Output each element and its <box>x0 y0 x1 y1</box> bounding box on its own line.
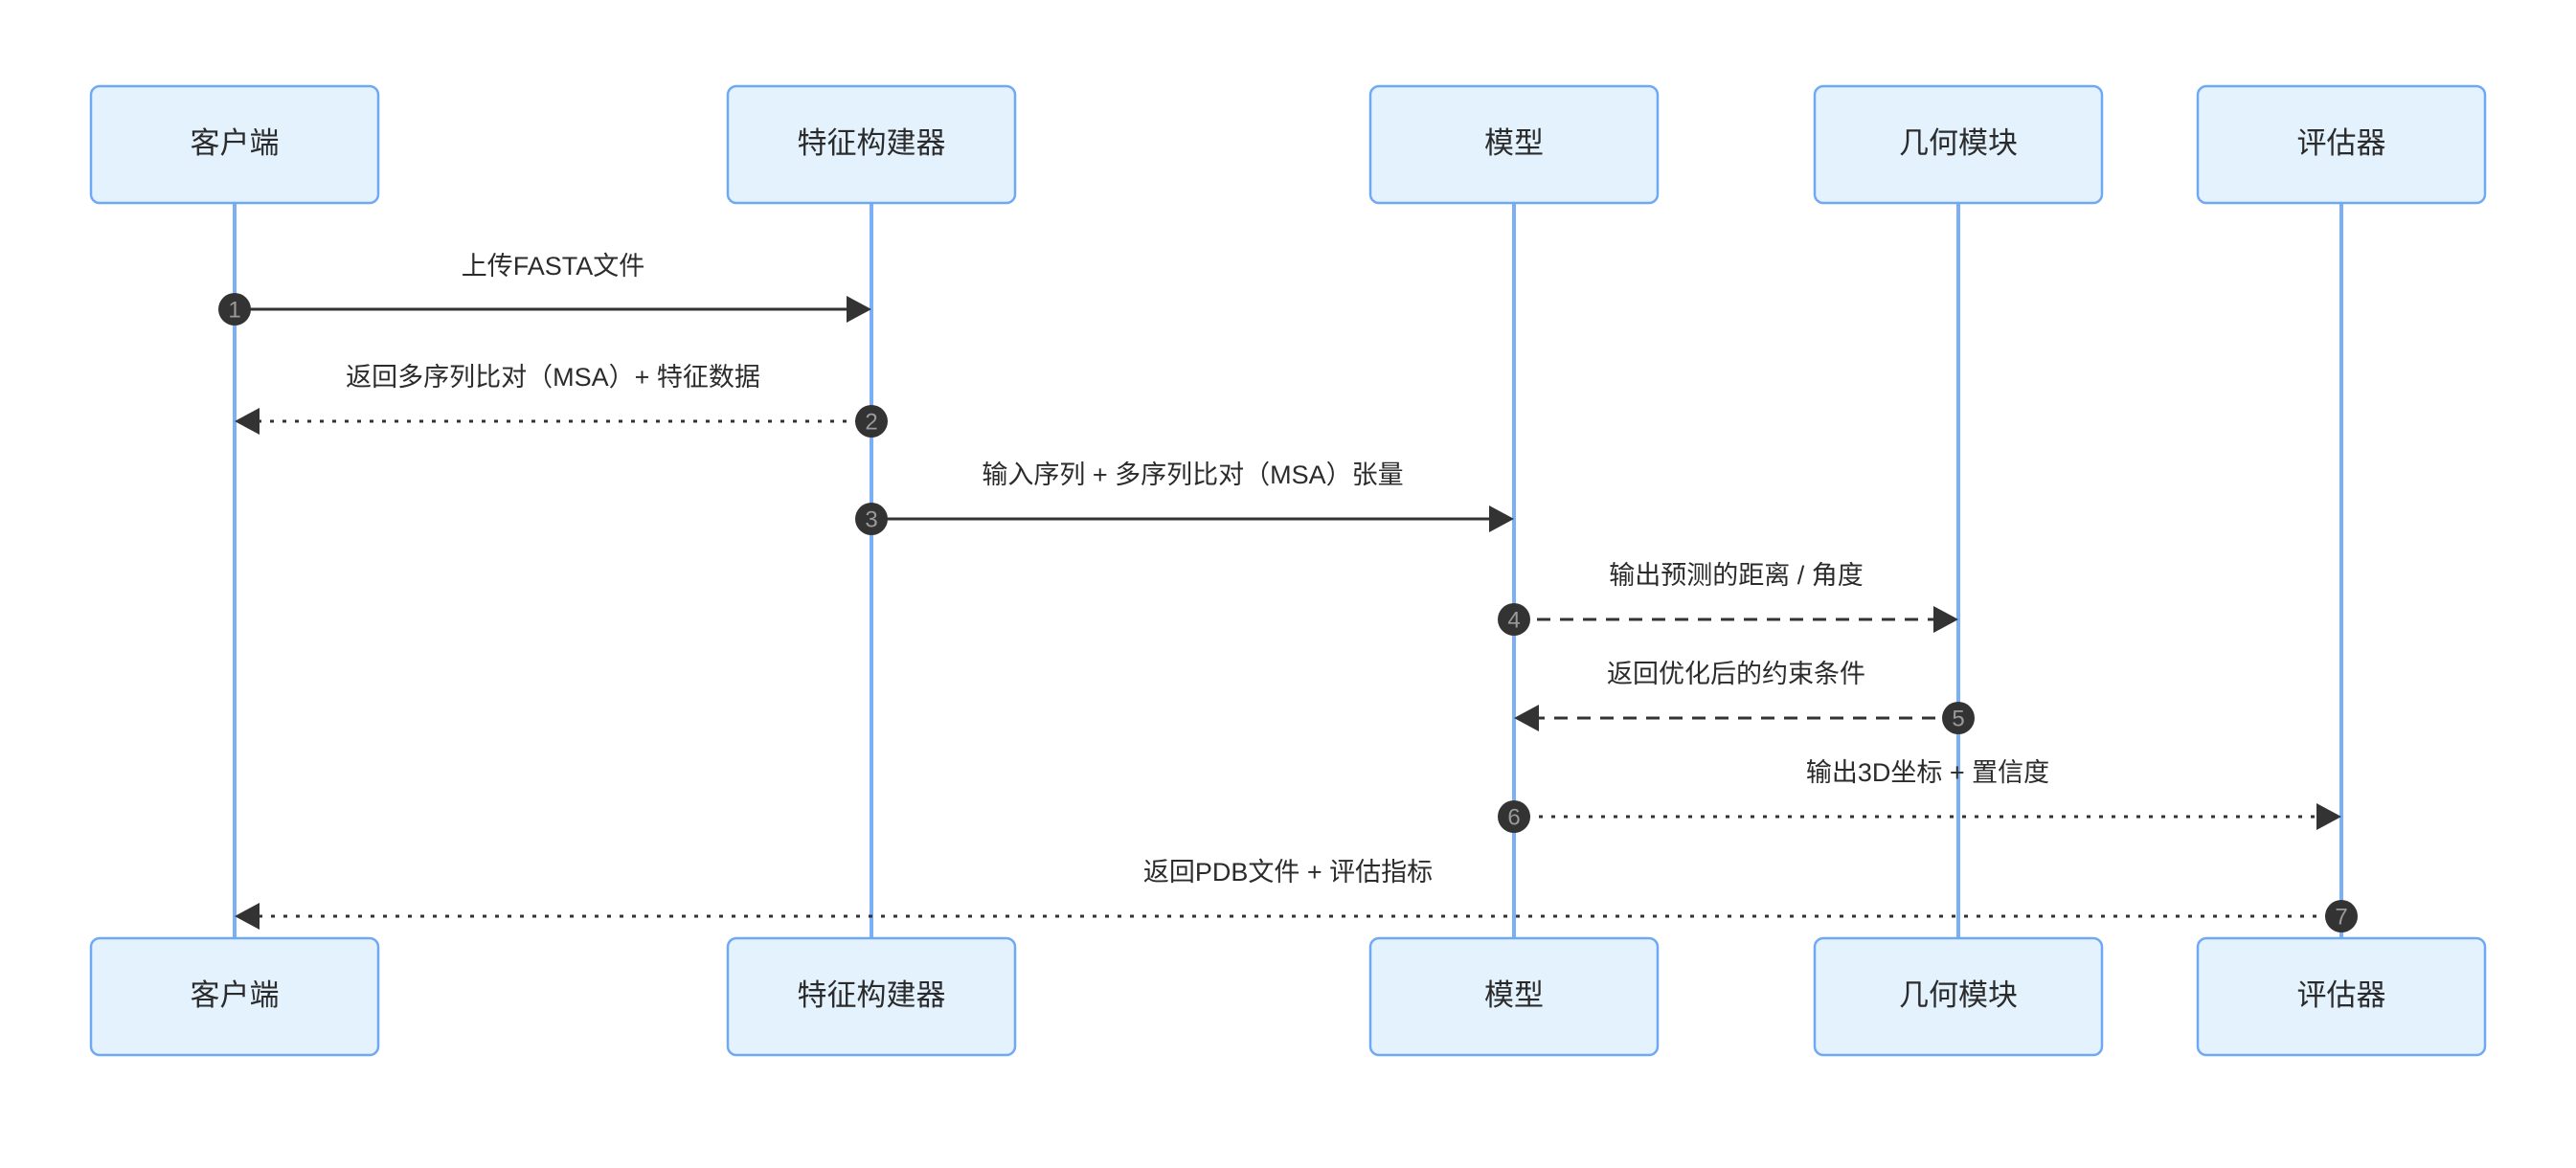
participant-box-shape <box>726 84 1017 205</box>
participant-box-shape <box>89 936 380 1057</box>
participant-box-model-bottom[interactable]: 模型 <box>1368 936 1660 1057</box>
sequence-badge-circle <box>218 293 251 326</box>
sequence-badge-number: 7 <box>2335 905 2347 931</box>
message-6[interactable]: 输出3D坐标 + 置信度 <box>1514 758 2341 830</box>
sequence-badge-7: 7 <box>2325 900 2358 932</box>
participant-label-model: 模型 <box>1484 978 1544 1012</box>
message-arrowhead-3 <box>1489 505 1514 532</box>
participant-label-evaluator: 评估器 <box>2297 126 2386 160</box>
participant-boxes-bottom: 客户端 特征构建器 模型 几何模块 评估器 <box>89 936 2487 1057</box>
participant-box-evaluator-bottom[interactable]: 评估器 <box>2196 936 2487 1057</box>
message-arrowhead-7 <box>235 903 260 930</box>
participant-box-shape <box>89 84 380 205</box>
sequence-badge-2: 2 <box>855 405 888 438</box>
sequence-badge-4: 4 <box>1498 603 1530 636</box>
participant-box-client-bottom[interactable]: 客户端 <box>89 936 380 1057</box>
participant-box-features-top[interactable]: 特征构建器 <box>726 84 1017 205</box>
participant-label-model: 模型 <box>1484 126 1544 160</box>
sequence-badge-5: 5 <box>1942 702 1975 734</box>
participant-box-geometry-bottom[interactable]: 几何模块 <box>1813 936 2104 1057</box>
participant-label-client: 客户端 <box>191 978 280 1012</box>
message-4[interactable]: 输出预测的距离 / 角度 <box>1514 561 1958 633</box>
participant-box-client-top[interactable]: 客户端 <box>89 84 380 205</box>
message-7[interactable]: 返回PDB文件 + 评估指标 <box>235 858 2341 930</box>
message-label-3: 输入序列 + 多序列比对（MSA）张量 <box>982 460 1403 489</box>
participant-label-geometry: 几何模块 <box>1899 126 2018 160</box>
participant-box-shape <box>1813 936 2104 1057</box>
message-label-1: 上传FASTA文件 <box>462 252 645 281</box>
sequence-badge-number: 6 <box>1507 805 1520 831</box>
participant-label-client: 客户端 <box>191 126 280 160</box>
participant-box-shape <box>726 936 1017 1057</box>
sequence-badge-number: 4 <box>1507 608 1520 634</box>
message-arrowhead-1 <box>847 296 871 323</box>
sequence-badge-circle <box>855 503 888 535</box>
sequence-badge-number: 3 <box>865 507 877 533</box>
participant-boxes-top: 客户端 特征构建器 模型 几何模块 评估器 <box>89 84 2487 205</box>
sequence-badge-circle <box>1942 702 1975 734</box>
participant-label-features: 特征构建器 <box>798 126 946 160</box>
participant-box-shape <box>2196 84 2487 205</box>
participant-label-geometry: 几何模块 <box>1899 978 2018 1012</box>
message-label-6: 输出3D坐标 + 置信度 <box>1806 758 2049 787</box>
message-label-7: 返回PDB文件 + 评估指标 <box>1143 858 1433 887</box>
sequence-badge-number: 5 <box>1952 707 1964 732</box>
participant-box-shape <box>2196 936 2487 1057</box>
participant-box-geometry-top[interactable]: 几何模块 <box>1813 84 2104 205</box>
message-5[interactable]: 返回优化后的约束条件 <box>1514 660 1958 731</box>
participant-box-shape <box>1368 84 1660 205</box>
message-label-2: 返回多序列比对（MSA）+ 特征数据 <box>346 363 760 392</box>
participant-box-model-top[interactable]: 模型 <box>1368 84 1660 205</box>
sequence-badge-number: 1 <box>228 298 240 324</box>
message-arrowhead-6 <box>2316 803 2341 830</box>
message-1[interactable]: 上传FASTA文件 <box>235 252 871 323</box>
participant-box-evaluator-top[interactable]: 评估器 <box>2196 84 2487 205</box>
message-2[interactable]: 返回多序列比对（MSA）+ 特征数据 <box>235 363 871 435</box>
sequence-badge-number: 2 <box>865 410 877 436</box>
sequence-badge-6: 6 <box>1498 800 1530 833</box>
participant-label-evaluator: 评估器 <box>2297 978 2386 1012</box>
message-label-5: 返回优化后的约束条件 <box>1607 660 1865 688</box>
message-3[interactable]: 输入序列 + 多序列比对（MSA）张量 <box>871 460 1514 532</box>
participant-box-shape <box>1813 84 2104 205</box>
participant-label-features: 特征构建器 <box>798 978 946 1012</box>
sequence-badge-1: 1 <box>218 293 251 326</box>
sequence-badge-circle <box>855 405 888 438</box>
message-arrowhead-2 <box>235 408 260 435</box>
message-arrowhead-4 <box>1933 606 1958 633</box>
lifelines-layer <box>233 203 2343 938</box>
sequence-badge-circle <box>1498 800 1530 833</box>
message-arrowhead-5 <box>1514 705 1539 731</box>
sequence-badge-3: 3 <box>855 503 888 535</box>
sequence-badges-layer: 1 2 3 4 5 6 7 <box>218 293 2358 932</box>
sequence-badge-circle <box>1498 603 1530 636</box>
sequence-badge-circle <box>2325 900 2358 932</box>
message-label-4: 输出预测的距离 / 角度 <box>1609 561 1864 590</box>
participant-box-shape <box>1368 936 1660 1057</box>
participant-box-features-bottom[interactable]: 特征构建器 <box>726 936 1017 1057</box>
